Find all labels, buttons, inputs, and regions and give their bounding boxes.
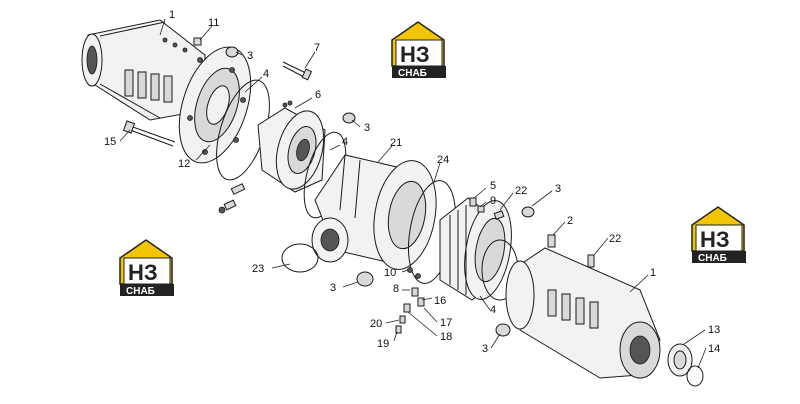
svg-text:НЗ: НЗ: [400, 42, 430, 67]
callout-17: 17: [440, 317, 452, 329]
washer-3-bottom: [495, 323, 511, 337]
right-axle-housing: [505, 247, 661, 379]
svg-text:НЗ: НЗ: [128, 260, 158, 285]
left-axle-housing: [81, 19, 206, 121]
callout-3-top: 3: [247, 50, 253, 62]
hub-cover-13: [667, 343, 693, 377]
callout-4-mid: 4: [342, 136, 348, 148]
svg-text:СНАБ: СНАБ: [698, 253, 727, 264]
callout-11: 11: [208, 17, 219, 29]
logo-top: НЗ СНАБ: [391, 21, 446, 79]
callout-8: 8: [393, 283, 399, 295]
svg-text:СНАБ: СНАБ: [126, 286, 155, 297]
callout-22-mid: 22: [515, 185, 527, 197]
callout-1-top: 1: [169, 9, 175, 21]
callout-3-right: 3: [555, 183, 561, 195]
callout-2: 2: [567, 215, 573, 227]
callout-20: 20: [370, 318, 382, 330]
logo-left: НЗ СНАБ: [119, 239, 174, 297]
o-ring-23: [281, 243, 319, 273]
nut-3-top: [225, 46, 239, 58]
callout-labels: 1 11 3 7 4 6 3 4 15 12 21 24 5 9 22 3 2 …: [104, 9, 720, 355]
bolt-7: [282, 61, 313, 81]
callout-23: 23: [252, 263, 264, 275]
callout-4-top: 4: [263, 68, 269, 80]
plug-2: [547, 234, 556, 248]
bolt-15: [122, 120, 176, 147]
nut-3-lower: [356, 271, 374, 287]
planetary-carrier: [439, 197, 512, 301]
callout-14: 14: [708, 343, 720, 355]
callout-5: 5: [490, 180, 496, 192]
callout-22-right: 22: [609, 233, 621, 245]
callout-21: 21: [390, 137, 402, 149]
bleeder-fittings: [218, 183, 246, 214]
leader-lines: [119, 18, 707, 369]
callout-7: 7: [314, 42, 320, 54]
logo-right: НЗ СНАБ: [691, 206, 746, 264]
svg-text:СНАБ: СНАБ: [398, 68, 427, 79]
callout-10: 10: [384, 267, 396, 279]
brake-housing: [257, 100, 326, 193]
callout-16: 16: [434, 295, 446, 307]
callout-3-mid: 3: [364, 122, 370, 134]
callout-13: 13: [708, 324, 720, 336]
callout-6: 6: [315, 89, 321, 101]
callout-3-bottom: 3: [482, 343, 488, 355]
callout-1-right: 1: [650, 267, 656, 279]
bolt-22-right: [587, 254, 595, 268]
plug-11: [193, 37, 202, 46]
sensor-stack: [395, 267, 425, 334]
callout-4-right: 4: [490, 304, 496, 316]
callout-18: 18: [440, 331, 452, 343]
ring-14: [686, 365, 704, 387]
small-bolts-group: [469, 197, 535, 220]
callout-15: 15: [104, 136, 116, 148]
callout-24: 24: [437, 154, 449, 166]
differential-housing: [311, 154, 437, 270]
callout-19: 19: [377, 338, 389, 350]
svg-text:НЗ: НЗ: [700, 227, 730, 252]
callout-3-lower: 3: [330, 282, 336, 294]
callout-9: 9: [490, 195, 496, 207]
callout-12: 12: [178, 158, 190, 170]
